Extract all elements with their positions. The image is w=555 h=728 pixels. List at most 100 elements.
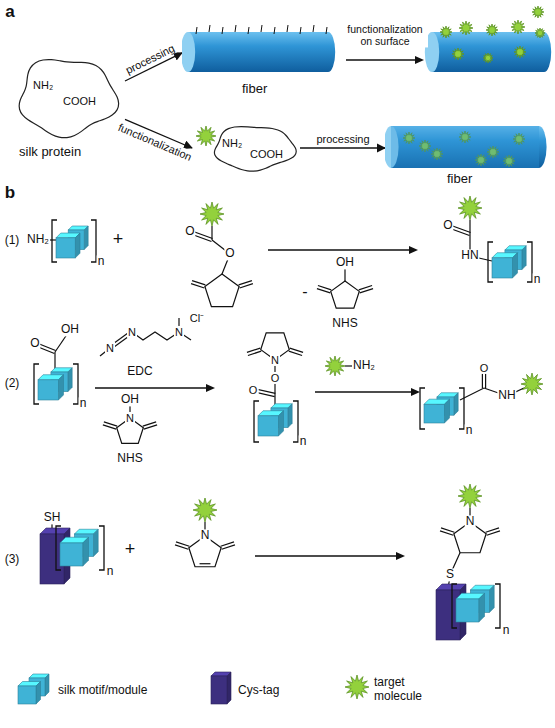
atom-label: N <box>465 515 476 528</box>
process-label: functionalization <box>114 120 195 164</box>
bond-line <box>326 27 327 34</box>
legend-label: silk motif/module <box>58 684 147 698</box>
module-block <box>38 375 64 400</box>
node-label: silk protein <box>19 145 81 159</box>
panel-letter: a <box>4 3 15 22</box>
drawing-polygon <box>278 411 283 436</box>
target-star <box>459 21 473 35</box>
atom-label: O <box>224 247 235 260</box>
chemical-group: NH₂ <box>26 233 50 246</box>
bond-line <box>268 249 412 250</box>
bond-line <box>255 555 399 556</box>
fiber-cylinder <box>425 32 551 72</box>
chemical-group: NH <box>497 389 516 402</box>
chemical-group: OH <box>120 393 140 406</box>
chemical-group: COOH <box>63 95 96 107</box>
bond-line <box>261 25 262 32</box>
bond-line <box>103 425 116 429</box>
chemical-group: HN <box>460 249 479 262</box>
bond-line <box>175 545 188 549</box>
atom-label: O <box>184 225 195 238</box>
chemical-group: NH₂ <box>33 79 53 91</box>
drawing-rect <box>60 543 83 566</box>
bond-chain <box>132 332 179 340</box>
target-star <box>193 498 217 522</box>
drawing-rect <box>391 126 539 168</box>
arrow-head <box>415 56 424 64</box>
drawing-polygon <box>93 529 98 556</box>
chemical-group: COOH <box>250 148 283 160</box>
compound-name: EDC <box>126 365 153 378</box>
bond-line <box>143 422 156 426</box>
atom-label: O <box>442 219 453 232</box>
drawing-polygon <box>84 226 88 250</box>
drawing-rect <box>18 686 36 704</box>
target-star <box>325 356 345 376</box>
drawing-polygon <box>83 537 89 566</box>
module-block <box>211 672 231 704</box>
module-block <box>60 537 89 566</box>
process-label: processing <box>121 41 178 77</box>
panel-b-art <box>34 196 543 640</box>
minus-sign: - <box>301 283 308 301</box>
legend-symbol <box>342 672 372 702</box>
protein-illustration: NH₂ COOH silk protein <box>5 45 125 165</box>
drawing-polygon <box>489 585 494 612</box>
fiber-illustration: fiber <box>182 22 342 110</box>
drawing-polygon <box>479 593 485 622</box>
drawing-rect <box>492 258 512 278</box>
atom-label: N <box>270 354 280 366</box>
bond-line <box>200 563 211 564</box>
atom-label: O <box>29 337 40 350</box>
drawing-polygon <box>36 682 41 705</box>
drawing-polygon <box>58 375 63 400</box>
repeat-index: n <box>106 565 115 578</box>
fiber-cylinder <box>385 126 547 168</box>
bond-line <box>440 531 453 535</box>
atom-label: N <box>200 529 211 542</box>
compound-name: NHS <box>331 317 358 330</box>
process-label: processing <box>314 133 371 145</box>
bond-line <box>460 388 484 400</box>
target-star <box>483 53 493 63</box>
bond-line <box>95 387 209 388</box>
bond-line <box>54 352 55 370</box>
bond-line <box>290 348 303 352</box>
protein-illustration: NH₂COOH <box>192 118 300 178</box>
fiber-illustration: fiber <box>385 122 550 192</box>
legend-swatch <box>205 668 235 706</box>
bond-line <box>359 286 372 290</box>
atom-label: N <box>127 326 137 338</box>
target-star <box>458 196 482 220</box>
drawing-ellipse <box>321 32 335 72</box>
reaction-number: (3) <box>4 553 21 566</box>
drawing-polygon <box>45 674 49 696</box>
target-star <box>452 48 464 60</box>
node-label: fiber <box>447 172 472 186</box>
drawing-rect <box>456 599 479 622</box>
drawing-rect <box>424 404 444 423</box>
atom-label: N <box>174 326 184 338</box>
chemical-group: OH <box>335 256 355 269</box>
target-star <box>440 26 452 38</box>
atom-label: O <box>248 384 259 396</box>
drawing-rect <box>211 676 227 704</box>
chemical-group: Cl⁻ <box>189 312 205 324</box>
chemical-group: NH₂ <box>352 359 376 372</box>
bond-line <box>317 289 330 293</box>
drawing-polygon <box>522 246 526 270</box>
compound-name: NHS <box>116 452 143 465</box>
bond-line <box>221 542 234 546</box>
target-star <box>200 202 224 226</box>
bond-line <box>315 391 414 392</box>
repeat-index: n <box>502 624 511 637</box>
module-block <box>492 253 518 278</box>
legend-label: Cys-tag <box>238 684 279 698</box>
drawing-polygon <box>75 233 80 258</box>
arrow-head <box>206 384 215 392</box>
bond-line <box>222 27 223 34</box>
drawing-ellipse <box>182 32 195 72</box>
bond-line <box>274 27 275 34</box>
plus-sign: + <box>124 540 137 560</box>
